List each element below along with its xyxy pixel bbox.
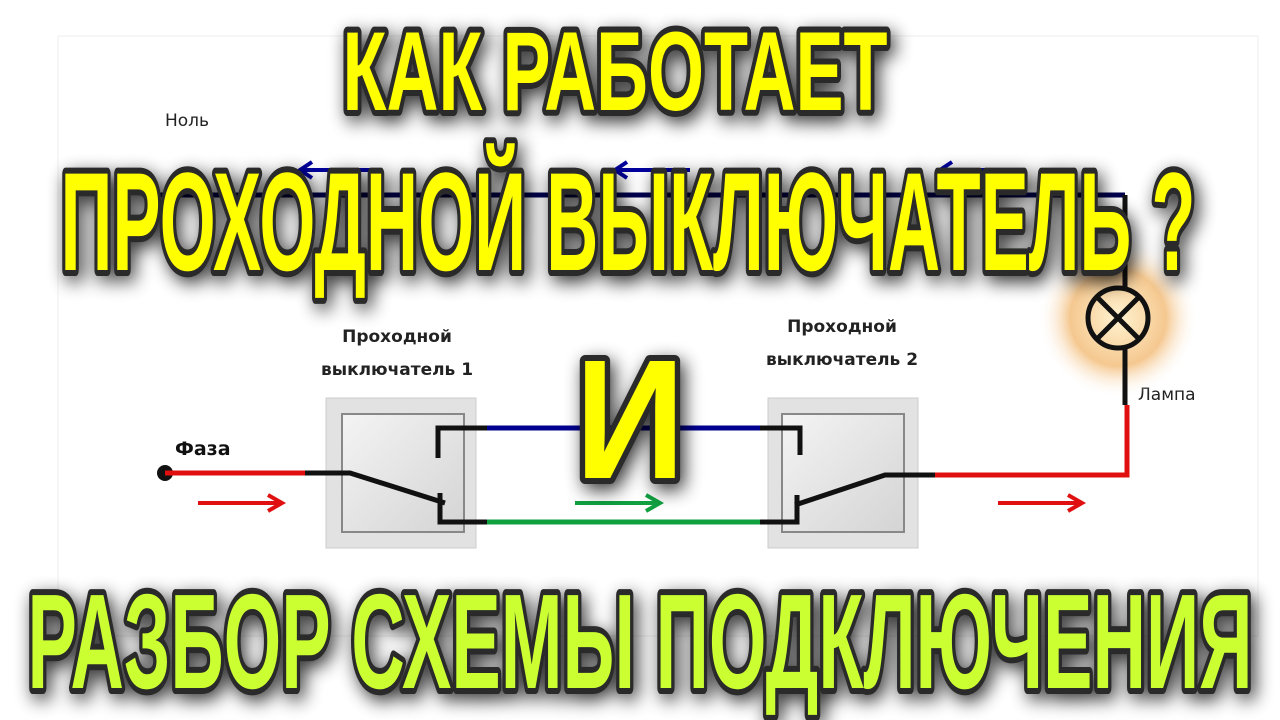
- neutral-arrows: [296, 160, 1010, 180]
- lamp-icon: [1085, 195, 1151, 405]
- switch1-label-line1: Проходной: [342, 327, 452, 347]
- title-connector: И: [575, 325, 685, 515]
- neutral-label: Ноль: [165, 111, 209, 131]
- title-line-3: РАЗБОР СХЕМЫ ПОДКЛЮЧЕНИЯ: [28, 566, 1253, 717]
- traveler-arrow: [575, 493, 665, 513]
- title-line-2: ПРОХОДНОЙ ВЫКЛЮЧАТЕЛЬ ?: [61, 143, 1196, 300]
- switch1-label-line2: выключатель 1: [321, 360, 473, 380]
- phase-label: Фаза: [175, 438, 231, 460]
- phase-arrows: [198, 493, 1087, 513]
- phase-to-lamp-wire: [935, 405, 1130, 478]
- switch-contacts: [305, 425, 935, 525]
- title-line-1: КАК РАБОТАЕТ: [343, 9, 888, 134]
- switch2-label-line2: выключатель 2: [766, 350, 918, 370]
- switch2-label-line1: Проходной: [787, 317, 897, 337]
